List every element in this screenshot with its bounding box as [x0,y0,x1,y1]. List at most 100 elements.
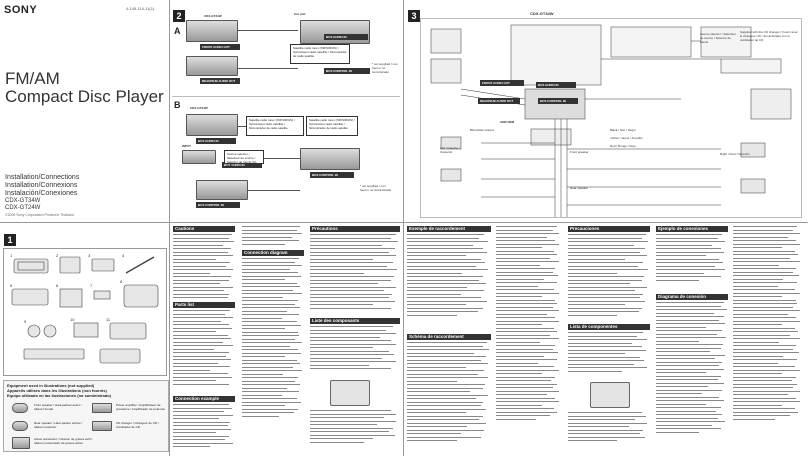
svg-text:5: 5 [10,283,13,288]
bus-control-in-3: BUS CONTROL IN [538,98,578,104]
satellite-tuner-2b-alt: Satellite radio tuner (XM/SIRIUS) / Synt… [306,116,358,136]
svg-text:1: 1 [10,253,13,258]
subtitle-fr: Installation/Connexions [5,182,78,189]
heading-liste-fr: Liste des composants [310,318,400,324]
rear-sub-out-3: REAR/SUB AUDIO OUT [478,98,520,104]
amp-remote-label: AMP REM [500,120,515,124]
equipment-cd-changer: CD changer / Changeur de CD / Cambiador … [116,421,159,429]
svg-text:3: 3 [88,253,91,258]
equipment-subwoofer: Active subwoofer / Caisson de graves act… [34,437,93,445]
input-device-2b [182,150,216,164]
satellite-tuner-2b: Satellite radio tuner (XM/SIRIUS) / Synt… [246,116,304,136]
wiring-diagram [430,24,792,217]
svg-text:6: 6 [56,283,59,288]
front-speaker-label-3: Front speaker [570,150,589,154]
input-label: INPUT [182,144,191,148]
liste-fr-notes [310,410,400,454]
subtitle-block: Installation/Connections Installation/Co… [5,174,79,198]
red-wire-label: Red / Rouge / Rojo [610,144,636,148]
model-block: CDX-GT34W CDX-GT24W [5,198,40,212]
cd-changer-icon [92,421,112,431]
parts-illustration-es [590,382,630,408]
fold-line-1 [169,0,170,456]
black-wire-label: Black / Noir / Negro [610,128,637,132]
svg-text:10: 10 [70,317,75,322]
subtitle-en: Installation/Connections [5,174,80,181]
document-number: 4-145-114-11(1) [126,6,155,11]
diagram-2a-model: CDX-GT34W [204,14,222,18]
schema-fr-text [407,342,491,454]
front-speaker-icon [12,403,28,413]
diagrama-es-continued [733,226,803,454]
equipment-heading-en: Equipment used in illustrations (not sup… [7,383,95,388]
bus-control-in-2b-2: BUS CONTROL IN [196,202,240,208]
heading-schema-fr: Schéma de raccordement [407,334,491,340]
svg-text:2: 2 [56,253,59,258]
wire-2b-1 [238,126,246,127]
bus-control-in-2b: BUS CONTROL IN [310,172,354,178]
notes-text [242,226,304,248]
yellow-wire-label: Yellow / Jaune / Amarillo [610,136,643,140]
heading-lista-es: Lista de componentes [568,324,650,330]
diagram-3-model: CDX-GT34W [530,11,554,16]
bus-audio-in-2b-2: BUS AUDIO IN [222,162,262,168]
blue-white-wire-label: Blue/white striped [470,128,494,132]
equipment-rear-speaker: Rear speaker / Haut-parleur arrière / Al… [34,421,83,429]
head-unit-2b [186,114,238,136]
section-2-letter-b: B [174,100,181,110]
wire-2b-2 [264,158,300,159]
satellite-tuner-2a: Satellite radio tuner (XM/SIRIUS) / Synt… [290,44,350,64]
front-audio-out-2a: FRONT AUDIO OUT [200,44,240,50]
equipment-heading-fr: Appareils utilisés dans les illustration… [7,388,107,393]
equipment-heading-es: Equipo utilizado en las ilustraciones (n… [7,393,112,398]
copyright: ©2009 Sony Corporation Printed in Thaila… [5,213,74,217]
wire-2a-2 [238,68,298,69]
heading-parts-list: Parts list [173,302,235,308]
equipment-legend: Equipment used in illustrations (not sup… [3,380,169,452]
page-title: FM/AM Compact Disc Player [5,70,164,106]
lista-es-text [568,332,650,378]
rear-speaker-label-3: Rear speaker [570,186,589,190]
fold-line-2 [403,0,404,456]
right-speakers-label: Right / Droit / Derecho [720,152,750,156]
svg-text:11: 11 [106,317,111,322]
amplifier-2a [186,56,238,76]
head-unit-2a [186,20,238,42]
heading-ejemplo-es: Ejemplo de conexiones [656,226,728,232]
not-supplied-2b: * not supplied / non fourni / no suminis… [360,184,392,192]
liste-fr-text [310,326,400,376]
parts-list-text [173,310,235,390]
svg-text:8: 8 [120,279,123,284]
wire-2b-3 [248,190,300,191]
cautions-text [173,234,235,300]
heading-cautions: Cautions [173,226,235,232]
heading-precauciones-es: Precauciones [568,226,650,232]
lista-es-notes [568,412,650,454]
ejemplo-es-text [656,234,728,290]
heading-connection-example: Connection example [173,396,235,402]
precautions-fr-text [310,234,400,314]
section-1-number: 1 [4,234,16,246]
section-2-number: 2 [173,10,185,22]
bus-audio-in-2a: BUS AUDIO IN [324,34,368,40]
connection-diagram [420,18,802,218]
source-selector-3: Source selector / Sélecteur de source / … [700,32,737,44]
connection-example-text [173,404,235,454]
equipment-heading: Equipment used in illustrations (not sup… [4,381,168,400]
parts-illustration-fr [330,380,370,406]
svg-text:9: 9 [24,319,27,324]
left-speakers-label: Left / Gauche / Izquierdo [440,146,460,154]
svg-text:4: 4 [122,253,125,258]
not-supplied-2a: * not supplied / non fourni / no suminis… [372,62,398,74]
section-3-number: 3 [408,10,420,22]
bus-control-in-2a: BUS CONTROL IN [324,68,370,74]
model-1: CDX-GT34W [5,198,41,204]
front-audio-out-3: FRONT AUDIO OUT [480,80,524,86]
schema-fr-continued [496,226,562,454]
source-selector-2b: Source selector / Sélecteur de source / … [224,150,264,168]
subtitle-es: Instalación/Conexiones [5,190,78,197]
heading-exemple-fr: Exemple de raccordement [407,226,491,232]
car-unit-label: Car unit [294,12,306,16]
rear-speaker-icon [12,421,28,431]
